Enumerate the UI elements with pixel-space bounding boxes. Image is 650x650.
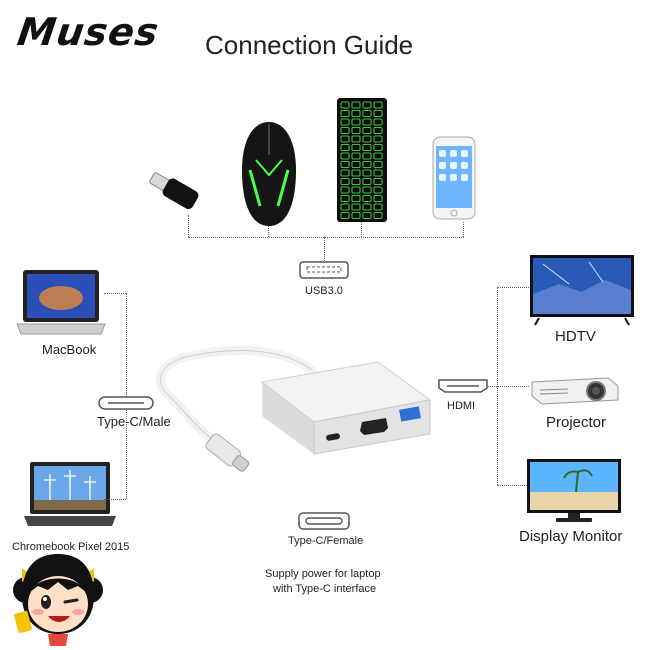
usb-flash-drive-image: [140, 160, 200, 220]
gaming-mouse-image: [238, 120, 300, 230]
display-monitor-image: [526, 458, 622, 524]
chromebook-label: Chromebook Pixel 2015: [12, 541, 130, 553]
type-c-female-icon: [298, 512, 350, 530]
smartphone-image: [432, 136, 476, 220]
phone-connector-line: [463, 222, 464, 237]
type-c-female-label: Type-C/Female: [288, 535, 364, 547]
drive-connector-line: [188, 215, 189, 237]
usb-label: USB3.0: [305, 285, 343, 297]
macbook-label: MacBook: [42, 342, 97, 357]
supply-note-line1: Supply power for laptop: [265, 568, 381, 580]
supply-note-line2: with Type-C interface: [273, 583, 377, 595]
mouse-connector-line: [268, 226, 269, 237]
projector-connector-line: [497, 386, 529, 387]
hdmi-label: HDMI: [447, 400, 476, 412]
display-monitor-label: Display Monitor: [519, 528, 623, 545]
usb-port-icon: [299, 261, 349, 279]
keyboard-connector-line: [361, 222, 362, 237]
projector-label: Projector: [546, 414, 607, 431]
hdmi-port-icon: [437, 378, 489, 394]
hdmi-connector-line: [487, 386, 497, 387]
left-vertical-line: [126, 293, 127, 499]
type-c-male-label: Type-C/Male: [97, 414, 171, 429]
chromebook-image: [22, 460, 118, 530]
type-c-male-icon: [98, 396, 154, 410]
page-title: Connection Guide: [205, 30, 414, 60]
macbook-connector-line: [104, 293, 126, 294]
hdtv-label: HDTV: [555, 328, 596, 345]
brand-logo: Muses: [14, 10, 162, 54]
keyboard-image: [336, 97, 388, 223]
usb-c-adapter-image: [150, 342, 440, 482]
projector-image: [528, 372, 620, 408]
hdtv-image: [529, 254, 635, 326]
macbook-image: [15, 268, 107, 338]
monitor-connector-line: [497, 485, 527, 486]
top-connector-line: [188, 237, 464, 238]
chromebook-connector-line: [104, 499, 126, 500]
hdtv-connector-line: [497, 287, 529, 288]
usb-drop-line: [324, 237, 325, 261]
mascot-girl-illustration: [8, 546, 108, 646]
